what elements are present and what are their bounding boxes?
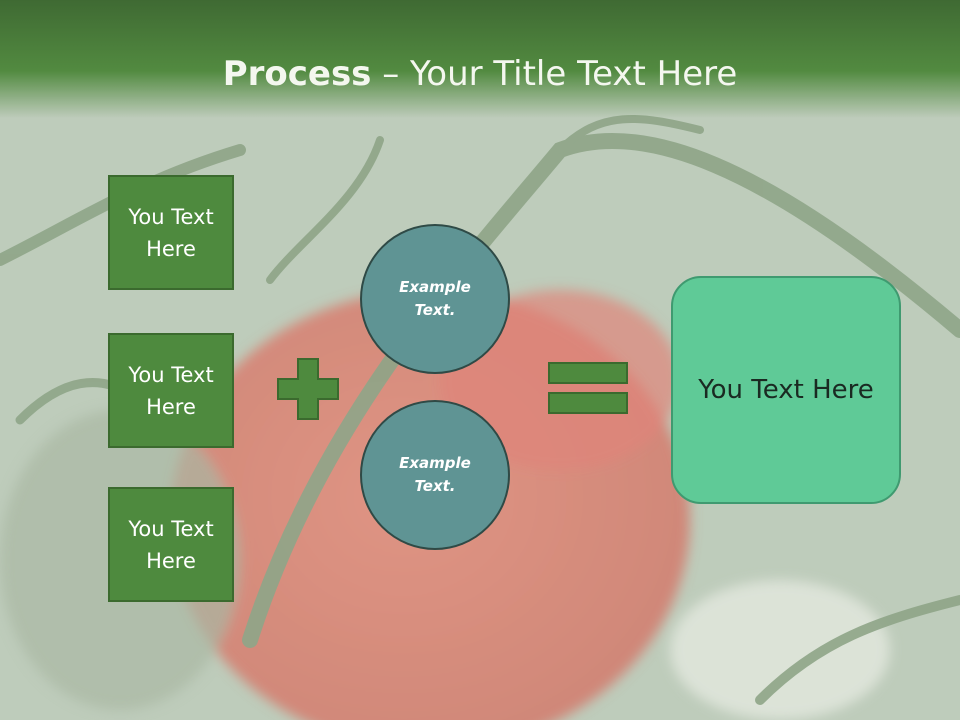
circle-label-line1: Example bbox=[399, 278, 471, 296]
title-bar bbox=[0, 0, 960, 118]
circle-label-line2: Text. bbox=[414, 301, 456, 319]
box-label-line1: You Text bbox=[128, 516, 214, 541]
box-label-line2: Here bbox=[146, 548, 196, 573]
box-label-line1: You Text bbox=[128, 204, 214, 229]
title-rest: – Your Title Text Here bbox=[371, 54, 738, 94]
slide-title: Process – Your Title Text Here bbox=[0, 52, 960, 96]
result-label: You Text Here bbox=[698, 375, 874, 405]
circle-label-line2: Text. bbox=[414, 477, 456, 495]
equals-icon bbox=[548, 362, 628, 414]
box-label-line1: You Text bbox=[128, 362, 214, 387]
plus-icon bbox=[277, 358, 339, 420]
result-box[interactable]: You Text Here bbox=[671, 276, 901, 504]
title-bold: Process bbox=[222, 54, 372, 94]
box-label-line2: Here bbox=[146, 394, 196, 419]
box-label-line2: Here bbox=[146, 236, 196, 261]
circle-label-line1: Example bbox=[399, 454, 471, 472]
